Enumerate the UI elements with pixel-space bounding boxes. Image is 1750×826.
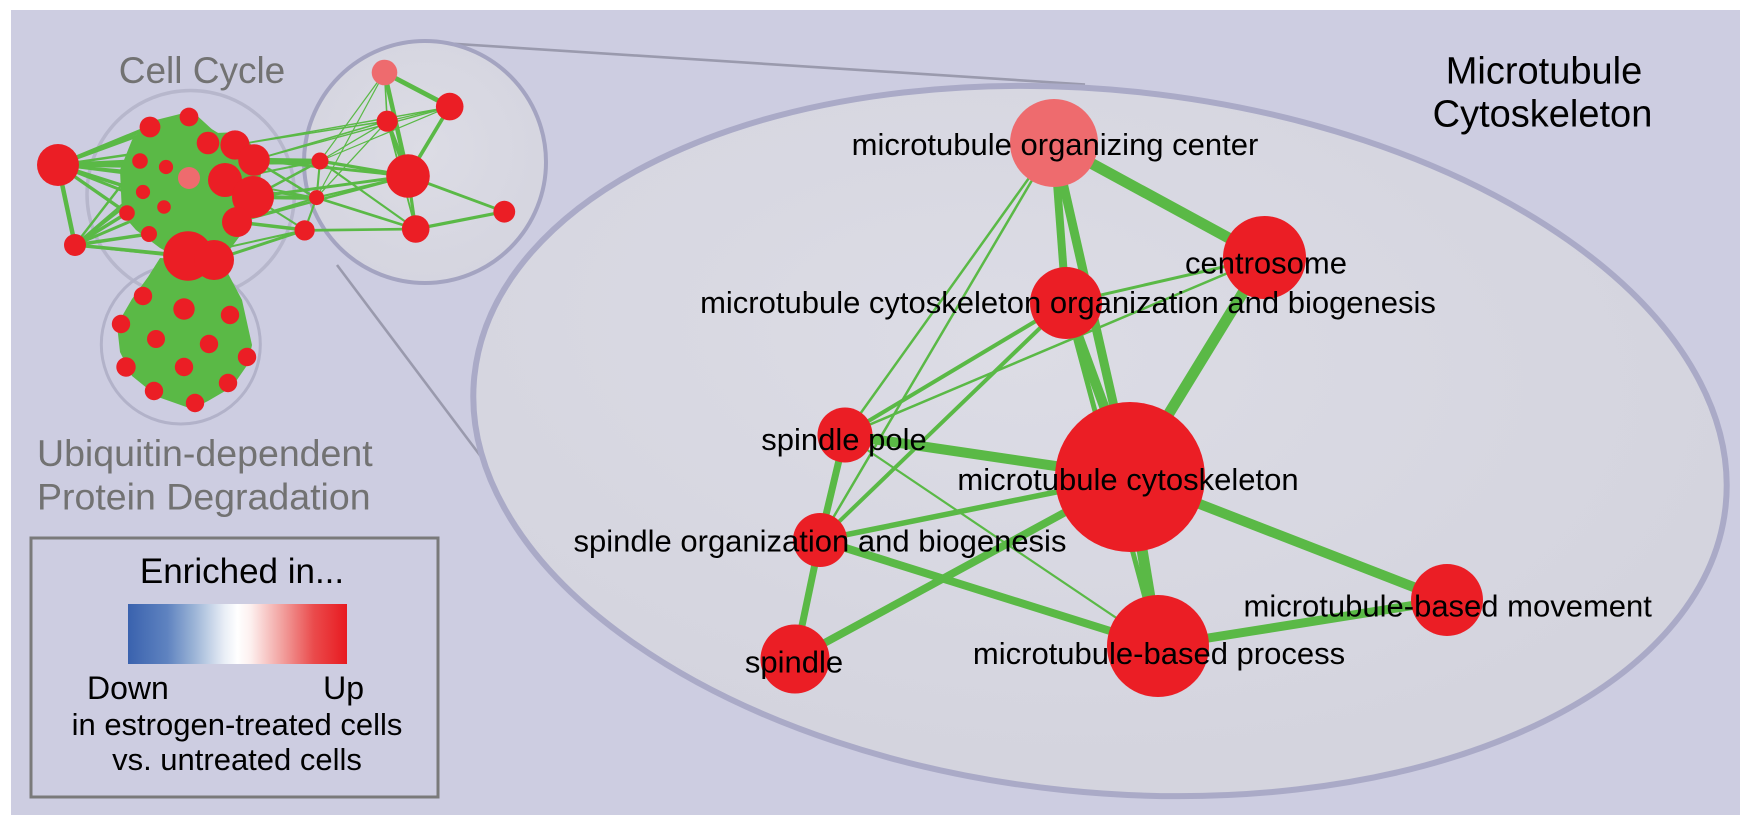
svg-text:microtubule-based movement: microtubule-based movement [1244,589,1653,624]
svg-text:Protein Degradation: Protein Degradation [37,476,371,518]
svg-text:microtubule organizing center: microtubule organizing center [852,127,1259,162]
svg-text:Ubiquitin-dependent: Ubiquitin-dependent [37,432,373,474]
svg-text:vs. untreated cells: vs. untreated cells [112,742,362,777]
svg-text:Microtubule: Microtubule [1446,51,1642,93]
svg-text:microtubule-based process: microtubule-based process [973,636,1345,671]
svg-text:spindle organization and bioge: spindle organization and biogenesis [574,524,1067,559]
svg-text:Up: Up [323,670,364,706]
svg-text:Cytoskeleton: Cytoskeleton [1433,94,1653,136]
svg-text:in estrogen-treated cells: in estrogen-treated cells [72,707,403,742]
svg-text:microtubule cytoskeleton: microtubule cytoskeleton [957,462,1298,497]
svg-text:spindle: spindle [745,645,843,680]
svg-text:Down: Down [87,670,169,706]
svg-text:Enriched in...: Enriched in... [140,552,344,591]
svg-text:microtubule cytoskeleton organ: microtubule cytoskeleton organization an… [700,285,1436,320]
svg-text:Cell Cycle: Cell Cycle [119,50,286,91]
svg-text:spindle pole: spindle pole [761,422,926,457]
svg-text:centrosome: centrosome [1185,246,1347,281]
